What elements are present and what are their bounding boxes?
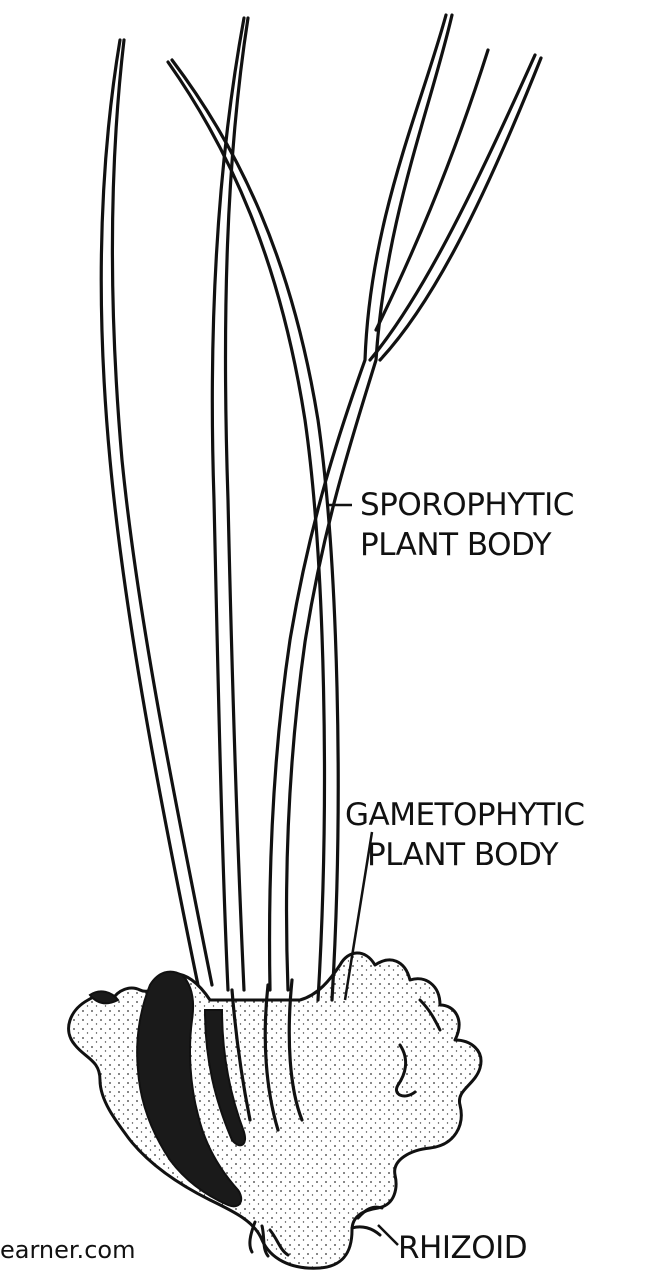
gametophytic-label-line2: PLANT BODY: [345, 835, 585, 875]
watermark-text: earner.com: [0, 1236, 135, 1264]
sporophyte-stalks: [101, 15, 541, 1130]
gametophytic-label-line1: GAMETOPHYTIC: [345, 795, 585, 835]
sporophytic-label: SPOROPHYTIC PLANT BODY: [360, 485, 574, 565]
sporophytic-label-line1: SPOROPHYTIC: [360, 485, 574, 525]
sporophytic-label-line2: PLANT BODY: [360, 525, 574, 565]
gametophyte-thallus: [69, 953, 481, 1268]
rhizoid-label: RHIZOID: [398, 1228, 527, 1268]
gametophytic-label: GAMETOPHYTIC PLANT BODY: [345, 795, 585, 875]
